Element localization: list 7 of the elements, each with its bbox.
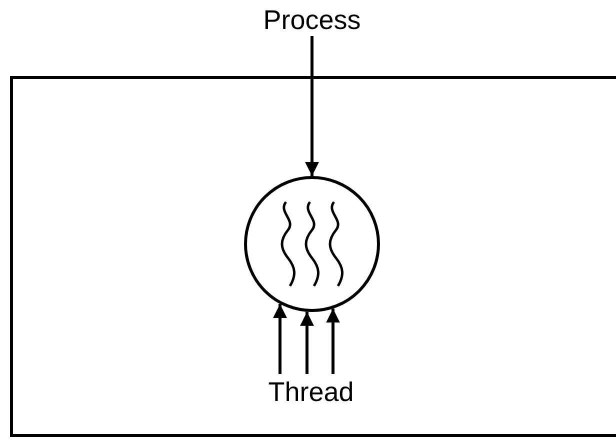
arrow — [326, 308, 340, 374]
arrow — [305, 36, 319, 176]
node-label: Process — [250, 4, 374, 36]
node-label: Thread — [256, 376, 366, 408]
arrow — [273, 304, 287, 374]
container-box — [10, 76, 616, 437]
arrow — [300, 312, 314, 374]
